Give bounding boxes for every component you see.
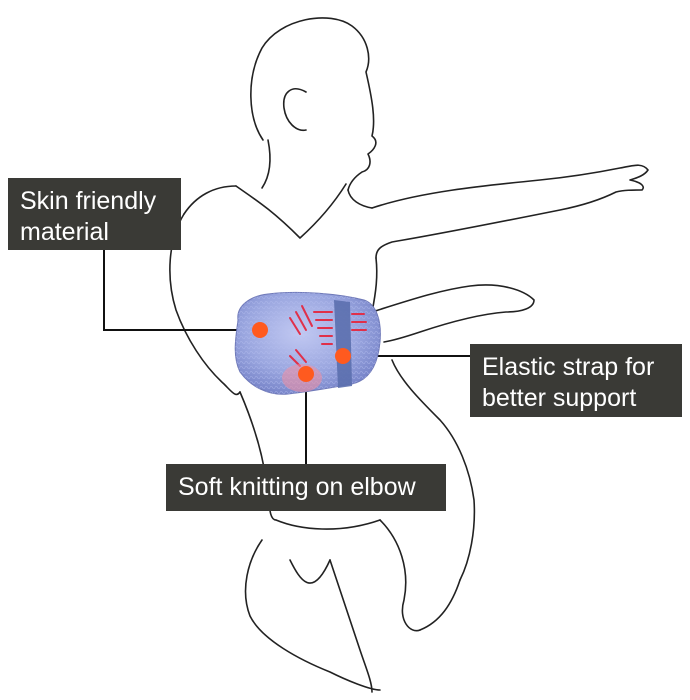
leader-line-skin	[103, 250, 260, 331]
person-outline-icon	[169, 17, 649, 693]
callout-soft-knitting: Soft knitting on elbow	[166, 464, 446, 511]
orange-dot-icon-knit	[298, 366, 314, 382]
stitching-icon	[289, 305, 367, 367]
markers	[252, 322, 351, 382]
orange-dot-icon-skin	[252, 322, 268, 338]
orange-dot-icon-strap	[335, 348, 351, 364]
elastic-strap-icon	[334, 300, 352, 388]
callout-skin-friendly-material: Skin friendly material	[8, 178, 181, 250]
callout-elastic-strap: Elastic strap for better support	[470, 344, 682, 417]
